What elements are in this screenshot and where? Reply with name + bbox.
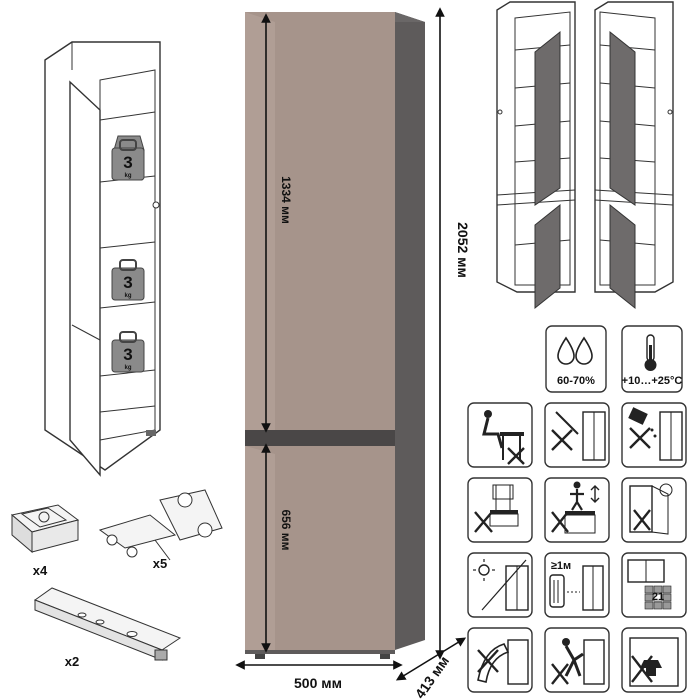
cabinet-main [245, 12, 425, 659]
foot-part [10, 504, 80, 554]
hinges-quantity: x5 [153, 556, 167, 571]
no-sunlight-icon [467, 552, 533, 618]
no-cleaning-chemicals-icon [467, 627, 533, 693]
svg-text:413 мм: 413 мм [412, 653, 453, 700]
dimension-656: 656 мм [261, 443, 293, 653]
svg-text:21: 21 [652, 591, 664, 603]
weight-icon: 3 kg [111, 259, 145, 301]
no-standing-icon [544, 477, 610, 543]
weight-icon: 3 kg [111, 331, 145, 373]
dimension-413: 413 мм [395, 637, 467, 700]
thermometer-icon: +10…+25°C [621, 325, 683, 393]
no-sitting-icon [467, 402, 533, 468]
no-heavy-objects-icon [621, 627, 687, 693]
open-cabinet-drawing [44, 41, 161, 477]
hinge-part [98, 489, 223, 561]
no-overload-icon [467, 477, 533, 543]
heater-distance-icon: ≥1м [544, 552, 610, 618]
svg-text:1334 мм: 1334 мм [279, 176, 293, 224]
dimension-500: 500 мм [235, 660, 403, 691]
window-grid-icon: 21 [621, 552, 687, 618]
no-heavy-door-icon [621, 477, 687, 543]
svg-text:3: 3 [123, 345, 132, 364]
svg-text:3: 3 [123, 153, 132, 172]
svg-text:500 мм: 500 мм [294, 675, 342, 691]
svg-text:2052 мм: 2052 мм [455, 222, 471, 278]
svg-text:≥1м: ≥1м [551, 560, 571, 572]
svg-text:3: 3 [123, 273, 132, 292]
dimension-2052: 2052 мм [435, 7, 471, 660]
cabinet-variant-right-hinge [594, 1, 674, 310]
feet-quantity: x4 [33, 563, 48, 578]
no-water-icon [621, 402, 687, 468]
svg-text:kg: kg [124, 293, 131, 299]
handle-quantity: x2 [65, 654, 79, 669]
svg-text:kg: kg [124, 173, 131, 179]
no-sharp-tools-icon [544, 402, 610, 468]
no-pushing-icon [544, 627, 610, 693]
cabinet-variant-left-hinge [496, 1, 576, 310]
humidity-icon: 60-70% [545, 325, 607, 393]
svg-text:60-70%: 60-70% [557, 375, 595, 387]
svg-text:656 мм: 656 мм [279, 509, 293, 550]
svg-text:+10…+25°C: +10…+25°C [622, 375, 683, 387]
svg-text:kg: kg [124, 365, 131, 371]
dimension-1334: 1334 мм [261, 13, 293, 433]
weight-icon: 3 kg [111, 135, 145, 181]
handle-part [33, 587, 182, 661]
